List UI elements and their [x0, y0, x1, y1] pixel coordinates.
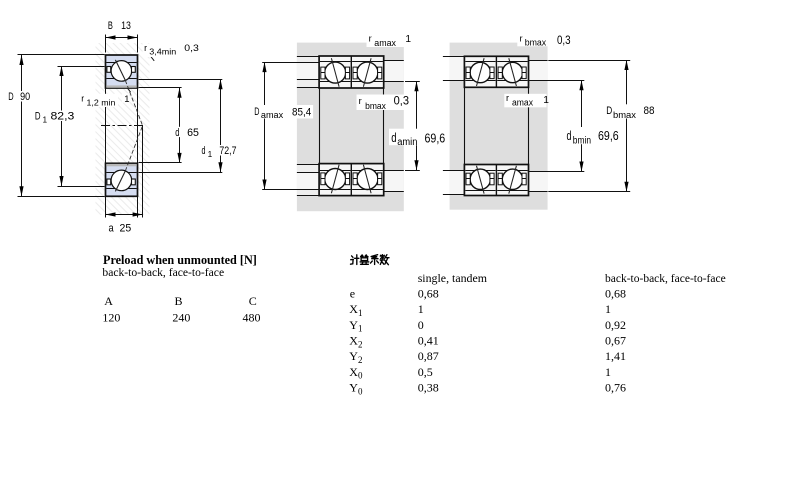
svg-text:0,41: 0,41: [418, 334, 439, 348]
svg-text:69,6: 69,6: [598, 128, 619, 143]
svg-text:90: 90: [20, 91, 30, 103]
svg-text:r: r: [520, 34, 523, 44]
svg-text:d: d: [391, 130, 396, 145]
svg-text:a: a: [109, 222, 115, 234]
svg-text:1: 1: [605, 302, 611, 316]
svg-text:bmax: bmax: [365, 101, 386, 111]
svg-text:1: 1: [418, 302, 424, 316]
svg-text:0,3: 0,3: [557, 35, 571, 47]
svg-text:0,3: 0,3: [184, 43, 199, 53]
svg-text:0,38: 0,38: [418, 381, 439, 395]
svg-text:240: 240: [172, 310, 190, 324]
svg-text:e: e: [350, 286, 355, 300]
svg-text:d: d: [567, 128, 572, 143]
svg-text:D: D: [606, 105, 612, 117]
svg-text:72,7: 72,7: [219, 145, 236, 157]
svg-text:0,5: 0,5: [418, 365, 433, 379]
svg-text:D: D: [8, 91, 13, 103]
svg-text:3,4min: 3,4min: [149, 47, 176, 57]
svg-text:Preload when unmounted [N]: Preload when unmounted [N]: [103, 253, 257, 267]
svg-text:d: d: [202, 145, 206, 157]
svg-text:0,68: 0,68: [605, 286, 626, 300]
svg-text:1: 1: [543, 95, 549, 106]
svg-text:r: r: [506, 93, 509, 103]
svg-text:r: r: [81, 93, 84, 103]
svg-text:1: 1: [405, 34, 411, 45]
svg-text:amin: amin: [397, 137, 417, 148]
svg-text:0,67: 0,67: [605, 334, 626, 348]
svg-text:B: B: [108, 20, 113, 32]
svg-text:d: d: [175, 127, 179, 139]
svg-text:65: 65: [187, 127, 199, 139]
svg-text:88: 88: [644, 105, 655, 117]
svg-text:1,41: 1,41: [605, 349, 626, 363]
svg-text:0,92: 0,92: [605, 318, 626, 332]
svg-text:480: 480: [243, 310, 261, 324]
svg-text:bmin: bmin: [573, 136, 591, 147]
svg-text:amax: amax: [261, 110, 284, 120]
svg-text:A: A: [104, 294, 113, 308]
svg-text:r: r: [369, 33, 372, 43]
svg-text:D: D: [254, 106, 259, 118]
svg-text:r: r: [359, 96, 362, 106]
svg-text:1: 1: [43, 114, 48, 124]
svg-text:D: D: [35, 111, 41, 123]
svg-text:back-to-back, face-to-face: back-to-back, face-to-face: [605, 271, 726, 285]
svg-text:1,2 min: 1,2 min: [87, 97, 116, 107]
svg-text:r: r: [144, 43, 147, 53]
svg-text:0,76: 0,76: [605, 381, 626, 395]
svg-text:back-to-back, face-to-face: back-to-back, face-to-face: [102, 265, 224, 279]
svg-text:0,3: 0,3: [394, 95, 409, 107]
svg-text:82,3: 82,3: [51, 111, 75, 123]
svg-text:120: 120: [102, 310, 120, 324]
svg-text:69,6: 69,6: [425, 130, 446, 145]
svg-text:1: 1: [208, 149, 213, 159]
svg-text:C: C: [249, 294, 257, 308]
svg-text:B: B: [175, 294, 183, 308]
svg-text:single, tandem: single, tandem: [418, 271, 488, 285]
svg-text:0,87: 0,87: [418, 349, 439, 363]
svg-text:85,4: 85,4: [292, 106, 311, 118]
svg-text:1: 1: [124, 93, 129, 104]
svg-text:0: 0: [418, 318, 424, 332]
svg-text:1: 1: [605, 365, 611, 379]
svg-text:13: 13: [121, 20, 131, 32]
svg-text:amax: amax: [512, 98, 533, 108]
svg-text:bmax: bmax: [613, 110, 637, 120]
svg-text:0,68: 0,68: [418, 286, 439, 300]
svg-text:25: 25: [120, 222, 132, 234]
svg-text:amax: amax: [374, 38, 396, 48]
svg-text:bmax: bmax: [525, 38, 547, 48]
